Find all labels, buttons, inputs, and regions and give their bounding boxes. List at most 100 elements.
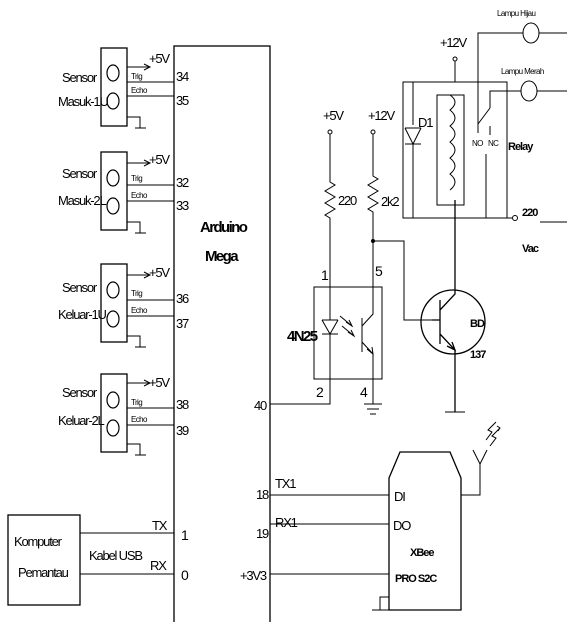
sensor-1-label-line1: Sensor [62, 70, 98, 85]
sensor-1-echo-pin: 35 [176, 93, 189, 108]
sensor-4-vcc: +5V [149, 375, 170, 390]
sensor-3-trig-pin: 36 [176, 291, 189, 306]
phototransistor-icon [361, 287, 374, 379]
tx-label: TX [152, 518, 168, 533]
diode-icon [404, 82, 422, 218]
transistor-body [420, 289, 486, 355]
sensor-2-trig-pin: 32 [176, 175, 189, 190]
xbee-rx1-pin: 19 [256, 526, 269, 541]
resistor-2k2: 2k2 [381, 194, 399, 209]
tx-pin: 1 [181, 527, 189, 543]
relay: D1 NO NC Relay [402, 61, 535, 219]
power-rails: +5V +12V +12V [323, 35, 469, 135]
sensor-3-label-line2: Keluar-1U [58, 307, 107, 322]
sensor-keluar-2l: Sensor Keluar-2L +5V Trig Echo 38 39 [58, 373, 190, 456]
sensor-2-label-line2: Masuk-2L [58, 193, 106, 208]
antenna-icon [461, 449, 488, 496]
relay-switch-icon [477, 107, 491, 135]
optocoupler-name: 4N25 [287, 328, 318, 345]
arduino-board [173, 45, 271, 622]
arduino-pin-40: 40 [254, 398, 267, 413]
sensor-1-trig: Trig [131, 72, 142, 81]
sensor-3-label-line1: Sensor [62, 280, 98, 295]
power-12v-left: +12V [368, 108, 395, 123]
lamp-green-label: Lampu Hijau [497, 9, 535, 18]
sensor-2-echo-pin: 33 [176, 198, 189, 213]
sensor-transducer-icon [106, 391, 120, 409]
sensor-1-echo: Echo [131, 86, 148, 95]
xbee-rx1: RX1 [275, 515, 298, 530]
sensor-transducer-icon [106, 281, 120, 299]
ground-icon [127, 443, 146, 456]
komputer-pemantau: Komputer Pemantau Kabel USB TX RX 1 0 [7, 514, 189, 606]
xbee-name-line2: PRO S2C [395, 573, 437, 585]
relay-label: Relay [508, 141, 534, 153]
arduino-name-line1: Arduino [200, 219, 248, 236]
lamps: Lampu Hijau Lampu Merah [477, 9, 567, 124]
opto-pin-5: 5 [375, 263, 383, 279]
arduino-name-line2: Mega [205, 248, 239, 265]
computer-box [7, 514, 81, 606]
relay-coil-icon [449, 94, 456, 191]
sensor-3-echo-pin: 37 [176, 316, 189, 331]
lamp-red-label: Lampu Merah [501, 67, 544, 76]
sensor-transducer-icon [106, 310, 120, 328]
npn-transistor-icon [432, 200, 457, 412]
xbee-name-line1: XBee [410, 547, 434, 559]
rx-label: RX [150, 558, 167, 573]
sensor-transducer-icon [106, 169, 120, 187]
sensor-2-label-line1: Sensor [62, 166, 98, 181]
xbee-3v3: +3V3 [240, 568, 267, 583]
sensor-4-label-line1: Sensor [62, 385, 98, 400]
relay-nc: NC [488, 139, 499, 148]
opto-pin-2: 2 [316, 384, 324, 400]
computer-label-line1: Komputer [14, 534, 63, 549]
lamp-red-icon [520, 80, 538, 102]
sensor-1-vcc: +5V [149, 51, 170, 66]
transistor-name-line2: 137 [470, 349, 486, 361]
xbee-tx1-pin: 18 [256, 487, 269, 502]
sensor-3-trig: Trig [131, 289, 142, 298]
ground-icon [364, 379, 382, 415]
sensor-4-trig-pin: 38 [176, 397, 189, 412]
sensor-transducer-icon [106, 197, 120, 215]
mains-line2: Vac [522, 243, 539, 255]
optocoupler-4n25: 4N25 1 5 2 4 40 [254, 263, 383, 415]
sensor-keluar-1u: Sensor Keluar-1U +5V Trig Echo 36 37 [58, 263, 190, 348]
relay-no: NO [472, 139, 483, 148]
sensor-3-echo: Echo [131, 306, 148, 315]
sensor-2-vcc: +5V [149, 152, 170, 167]
power-12v-top: +12V [440, 35, 467, 50]
sensor-transducer-icon [106, 419, 120, 437]
sensor-4-trig: Trig [131, 398, 142, 407]
ground-icon [127, 116, 146, 129]
lamp-green-icon [522, 22, 540, 44]
transistor-name-line1: BD [470, 318, 485, 330]
power-5v: +5V [323, 108, 344, 123]
sensor-masuk-2l: Sensor Masuk-2L +5V Trig Echo 32 33 [58, 151, 190, 234]
ground-icon [127, 335, 146, 348]
sensor-1-trig-pin: 34 [176, 69, 189, 84]
ground-icon [372, 596, 389, 611]
resistor-220: 220 [338, 193, 357, 208]
mains-220vac: 220 Vac [512, 207, 567, 255]
xbee-tx1: TX1 [275, 476, 296, 491]
sensor-2-trig: Trig [131, 174, 142, 183]
optocoupler-box [313, 286, 383, 380]
rx-pin: 0 [181, 567, 189, 583]
sensor-transducer-icon [106, 64, 120, 82]
opto-pin-1: 1 [321, 267, 329, 283]
xbee-dout: DO [393, 518, 411, 533]
ground-icon [127, 221, 146, 234]
led-icon [321, 287, 339, 379]
sensor-4-echo: Echo [131, 415, 148, 424]
opto-pin-4: 4 [360, 384, 368, 400]
xbee-module: XBee PRO S2C DI DO TX1 RX1 18 19 +3V3 [240, 421, 501, 611]
sensor-masuk-1u: Sensor Masuk-1U +5V Trig Echo 34 35 [58, 47, 190, 129]
resistors: 220 2k2 [324, 134, 432, 321]
sensor-4-label-line2: Keluar-2L [58, 413, 105, 428]
sensor-3-vcc: +5V [149, 265, 170, 280]
arduino-mega: Arduino Mega [173, 45, 271, 622]
xbee-din: DI [394, 489, 405, 504]
